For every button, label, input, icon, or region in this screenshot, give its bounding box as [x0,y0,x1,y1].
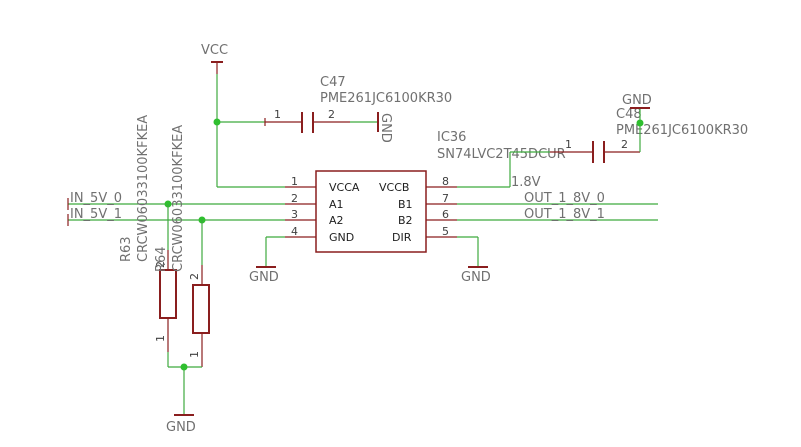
r63-reference: R63 [119,236,134,262]
ic36-symbol: 1 2 3 4 VCCA A1 A2 GND 8 7 6 5 VCCB B1 B… [285,130,566,253]
r63-pin1-number: 1 [154,335,167,342]
ic36-pin-vccb: VCCB [379,181,409,194]
r63-pin2-number: 2 [154,261,167,268]
ic36-pin-b1: B1 [398,198,413,211]
c47-reference: C47 [320,75,346,90]
ic36-pin1-number: 1 [291,175,298,188]
ic36-pin5-number: 5 [442,225,449,238]
c47-pin1-number: 1 [274,108,281,121]
ic36-reference: IC36 [437,130,466,145]
r64-pin1-number: 1 [188,351,201,358]
ic36-pin4-number: 4 [291,225,298,238]
ic36-pin-a1: A1 [329,198,344,211]
ic36-pin2-number: 2 [291,192,298,205]
gnd-label-pin4: GND [249,270,279,285]
r63-value: CRCW06033100KFKEA [136,115,151,262]
net-label-out0: OUT_1_8V_0 [524,191,605,206]
ic36-value: SN74LVC2T45DCUR [437,147,566,162]
input-net-wires: IN_5V_0 IN_5V_1 [67,191,285,265]
v18-net-wires: 1.8V [457,151,550,190]
ic36-pin3-number: 3 [291,208,298,221]
c47-pin2-number: 2 [328,108,335,121]
r64-reference: R64 [154,246,169,272]
r64-pin2-number: 2 [188,273,201,280]
ic36-pin-b2: B2 [398,214,413,227]
c48-pin2-number: 2 [621,138,628,151]
vcc-label: VCC [201,43,228,58]
gnd-label-pin5: GND [461,270,491,285]
c47-gnd-label: GND [378,113,393,143]
ic36-pin6-number: 6 [442,208,449,221]
c48-value: PME261JC6100KR30 [616,123,748,138]
capacitor-c48: 1 2 C48 PME261JC6100KR30 [550,107,748,163]
c47-gnd-symbol: GND [377,112,393,143]
resistor-gnd-net: GND [166,352,202,435]
ic36-pin8-number: 8 [442,175,449,188]
ic36-pin-dir: DIR [392,231,412,244]
vcc-net-wires [213,74,285,188]
net-label-out1: OUT_1_8V_1 [524,207,605,222]
ic36-pin-gnd: GND [329,231,354,244]
r64-value: CRCW06033100KFKEA [171,125,186,272]
c48-gnd-connection: GND [622,93,652,152]
c48-pin1-number: 1 [565,138,572,151]
net-label-1v8: 1.8V [511,175,541,190]
r64-body [192,284,210,334]
ic36-body [315,170,427,253]
gnd-label-resistors: GND [166,420,196,435]
output-net-wires: OUT_1_8V_0 OUT_1_8V_1 [457,191,658,222]
net-label-in1: IN_5V_1 [70,207,122,222]
capacitor-c47: 1 2 C47 PME261JC6100KR30 [264,75,452,133]
ic-gnd-wires: GND GND [249,236,491,285]
ic36-pin-a2: A2 [329,214,344,227]
net-label-in0: IN_5V_0 [70,191,122,206]
resistor-r64: 1 2 R64 CRCW06033100KFKEA [154,125,210,367]
r63-body [159,269,177,319]
ic36-pin-vcca: VCCA [329,181,360,194]
c47-value: PME261JC6100KR30 [320,91,452,106]
ic36-pin7-number: 7 [442,192,449,205]
resistor-r63: 1 2 R63 CRCW06033100KFKEA [119,115,177,352]
gnd-junction [180,363,188,371]
c48-reference: C48 [616,107,642,122]
c48-gnd-label: GND [622,93,652,108]
vcc-junction [213,118,221,126]
vcc-symbol: VCC [201,43,228,74]
